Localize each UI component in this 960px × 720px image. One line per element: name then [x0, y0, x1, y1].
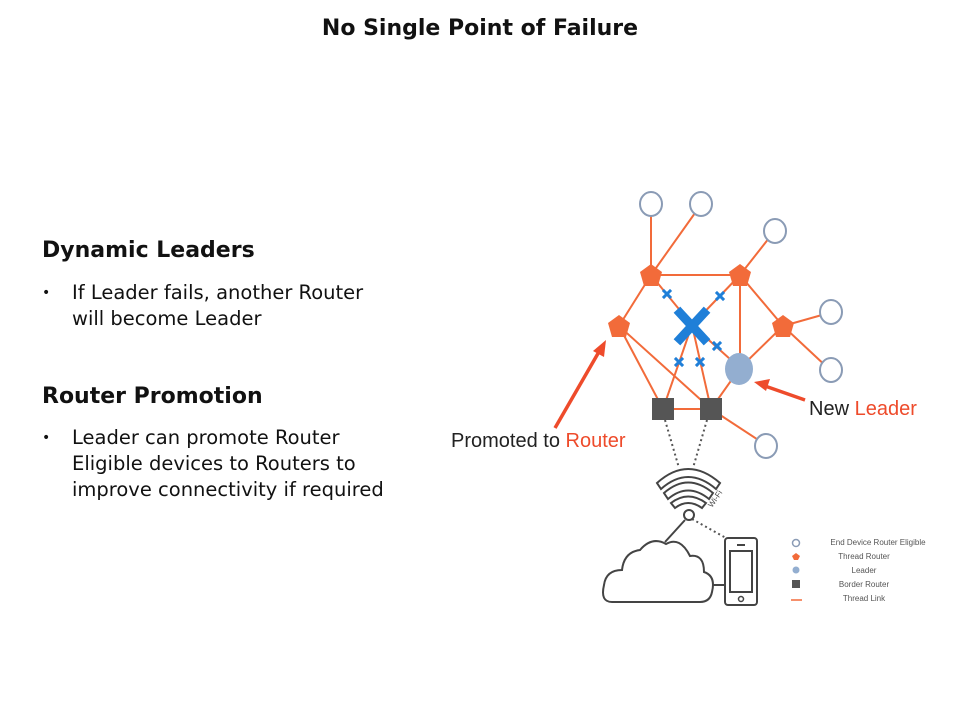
border-routers — [652, 398, 722, 420]
thread-link — [618, 325, 712, 410]
legend-border-router-icon — [792, 580, 800, 588]
thread-link — [662, 324, 693, 410]
leader-callout: New Leader — [809, 398, 917, 420]
bullet-line: If Leader fails, another Router — [72, 281, 364, 304]
bullet-dynamic-leaders: • If Leader fails, another Router will b… — [42, 280, 363, 332]
thread-router-icon — [608, 315, 630, 337]
end-device-icon — [689, 191, 713, 217]
leader-icon — [725, 353, 753, 385]
legend-leader-icon — [792, 566, 800, 574]
thread-links — [618, 205, 830, 446]
slide-title: No Single Point of Failure — [321, 16, 639, 41]
broken-link-x-icon — [661, 288, 726, 368]
wifi-icon — [655, 468, 722, 521]
leader-arrow — [764, 384, 806, 402]
arrow-head-icon — [593, 340, 606, 357]
thread-routers — [608, 264, 794, 337]
bullet-line: improve connectivity if required — [72, 478, 384, 501]
bullet-line: Eligible devices to Routers to — [72, 452, 356, 475]
end-devices — [639, 191, 843, 459]
smartphone-icon — [724, 537, 758, 606]
promoted-callout: Promoted to Router — [451, 430, 626, 452]
cloud-wifi-link — [664, 519, 686, 543]
legend-label: End Device Router Eligible — [830, 538, 926, 547]
heading-dynamic-leaders: Dynamic Leaders — [42, 238, 255, 263]
failed-marks — [661, 288, 726, 368]
callout-arrows — [553, 340, 806, 429]
wifi-link — [664, 419, 680, 469]
legend-end-device-icon — [791, 538, 801, 548]
bullet-dot: • — [42, 285, 51, 301]
thread-router-icon — [729, 264, 751, 286]
promoted-arrow — [553, 349, 602, 429]
end-device-icon — [754, 433, 778, 459]
wifi-link — [691, 518, 727, 539]
arrow-head-icon — [754, 379, 770, 391]
bullet-line: will become Leader — [72, 307, 262, 330]
legend-label: Thread Link — [843, 594, 886, 603]
bullet-router-promotion: • Leader can promote Router Eligible dev… — [42, 425, 384, 503]
cloud-icon — [602, 540, 714, 603]
legend: End Device Router Eligible Thread Router… — [791, 538, 926, 603]
end-device-icon — [639, 191, 663, 217]
end-device-icon — [763, 218, 787, 244]
thread-router-icon — [640, 264, 662, 286]
bullet-dot: • — [42, 430, 51, 446]
wifi-links — [664, 419, 727, 539]
thread-router-icon — [772, 315, 794, 337]
thread-link — [618, 325, 664, 410]
end-device-icon — [819, 357, 843, 383]
wifi-label: Wi-Fi — [706, 489, 724, 510]
thread-link — [691, 324, 712, 410]
failed-leader-x-icon — [673, 306, 711, 346]
wifi-link — [692, 419, 708, 469]
legend-thread-router-icon — [792, 553, 800, 560]
border-router-icon — [652, 398, 674, 420]
thread-link — [650, 205, 701, 276]
legend-label: Border Router — [839, 580, 890, 589]
legend-label: Leader — [852, 566, 877, 575]
border-router-icon — [700, 398, 722, 420]
end-device-icon — [819, 299, 843, 325]
legend-label: Thread Router — [838, 552, 890, 561]
heading-router-promotion: Router Promotion — [42, 384, 263, 409]
bullet-line: Leader can promote Router — [72, 426, 340, 449]
